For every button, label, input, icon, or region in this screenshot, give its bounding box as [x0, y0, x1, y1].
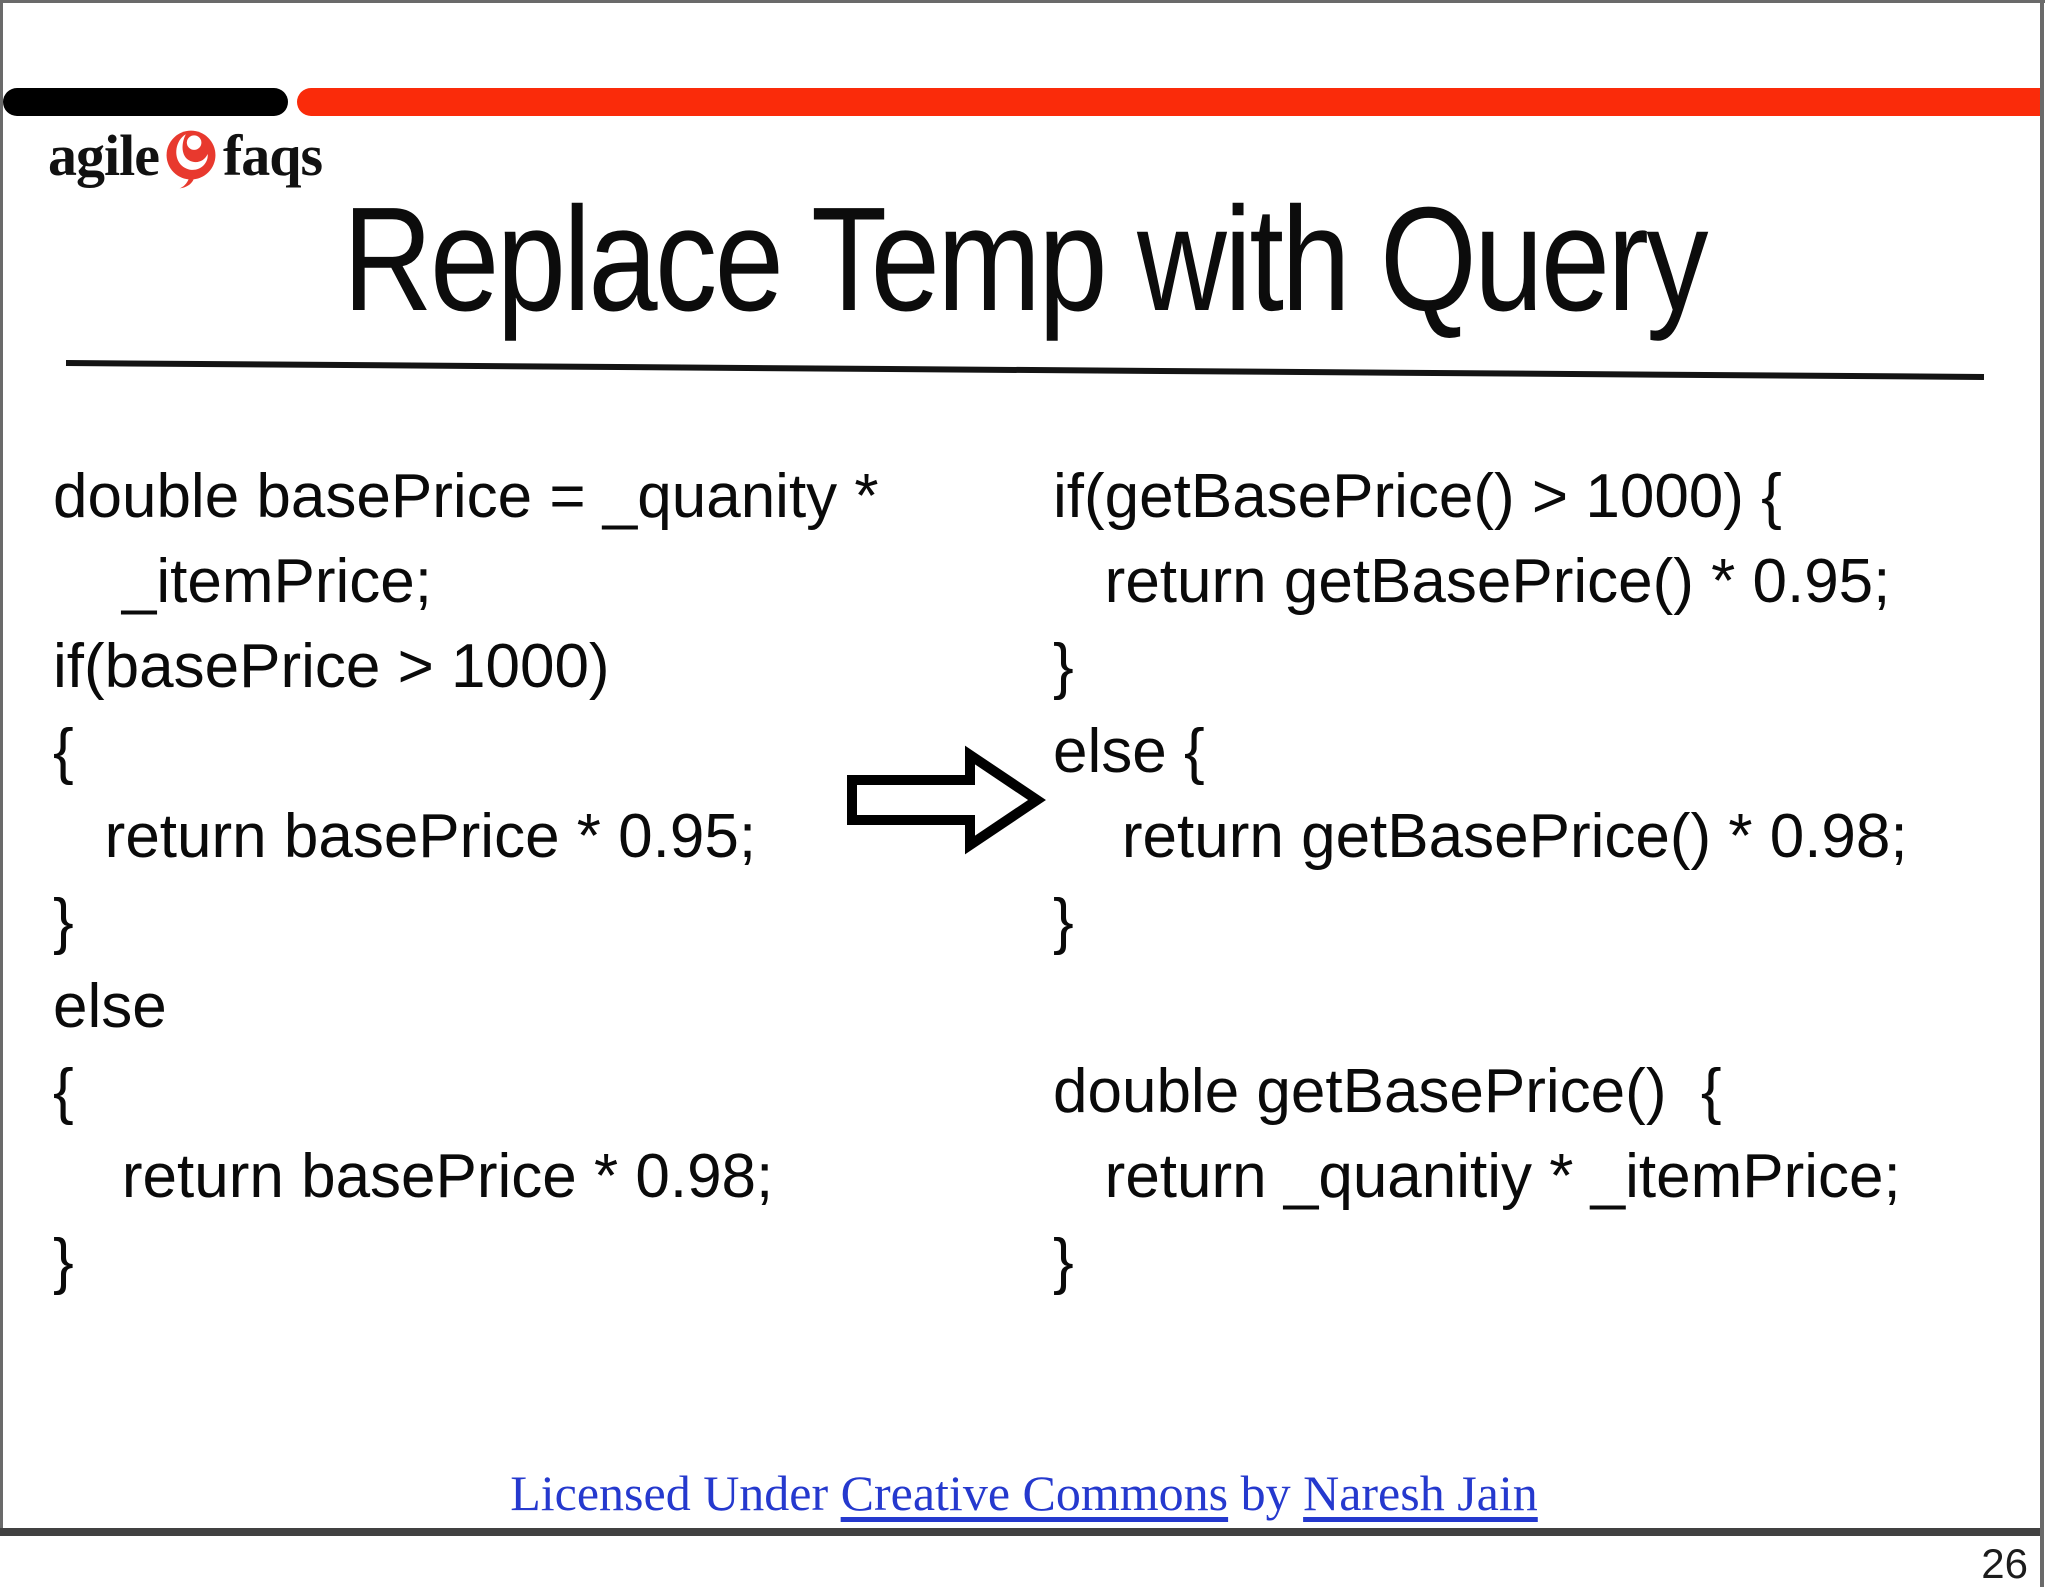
code-line: } [53, 1227, 74, 1296]
slide-border-top [0, 0, 2045, 3]
right-arrow-icon [847, 745, 1046, 855]
code-line: double basePrice = _quanity * [53, 462, 879, 531]
logo-word-agile: agile [48, 123, 160, 188]
code-line: return getBasePrice() * 0.98; [1053, 802, 1908, 871]
agilefaqs-logo: agile faqs [48, 122, 323, 189]
slide-border-bottom [0, 1528, 2040, 1536]
transform-arrow [843, 743, 1047, 857]
code-line: } [1053, 632, 1074, 701]
code-line: { [53, 1057, 74, 1126]
license-text-by: by [1228, 1465, 1304, 1521]
header-bar-black [3, 88, 288, 116]
title-underline [65, 360, 1985, 380]
license-text-prefix: Licensed Under [510, 1465, 841, 1521]
author-link[interactable]: Naresh Jain [1303, 1465, 1538, 1521]
slide-border-right [2040, 0, 2044, 1587]
code-line: if(basePrice > 1000) [53, 632, 610, 701]
code-line: return _quanitiy * _itemPrice; [1053, 1142, 1901, 1211]
code-line: _itemPrice; [53, 547, 432, 616]
code-line: if(getBasePrice() > 1000) { [1053, 462, 1782, 531]
page-number: 26 [1981, 1540, 2028, 1587]
flame-question-mark-icon [166, 130, 216, 188]
page-title: Replace Temp with Query [342, 177, 1708, 342]
header-bar-red [297, 88, 2040, 116]
code-line: } [1053, 1227, 1074, 1296]
code-line: double getBasePrice() { [1053, 1057, 1722, 1126]
code-block-before: double basePrice = _quanity * _itemPrice… [53, 454, 1013, 1304]
code-line: } [53, 887, 74, 956]
logo-word-faqs: faqs [222, 123, 323, 188]
code-line [1053, 964, 2013, 1049]
code-line: else [53, 972, 167, 1041]
code-line: { [53, 717, 74, 786]
code-block-after: if(getBasePrice() > 1000) { return getBa… [1053, 454, 2013, 1304]
title-row: Replace Temp with Query [0, 186, 2048, 334]
code-line: } [1053, 887, 1074, 956]
slide-border-left [0, 0, 3, 1533]
creative-commons-link[interactable]: Creative Commons [840, 1465, 1229, 1521]
code-line: return getBasePrice() * 0.95; [1053, 547, 1891, 616]
code-line: return basePrice * 0.98; [53, 1142, 774, 1211]
code-line: else { [1053, 717, 1205, 786]
license-footer: Licensed Under Creative Commons by Nares… [0, 1464, 2048, 1522]
code-line: return basePrice * 0.95; [53, 802, 757, 871]
